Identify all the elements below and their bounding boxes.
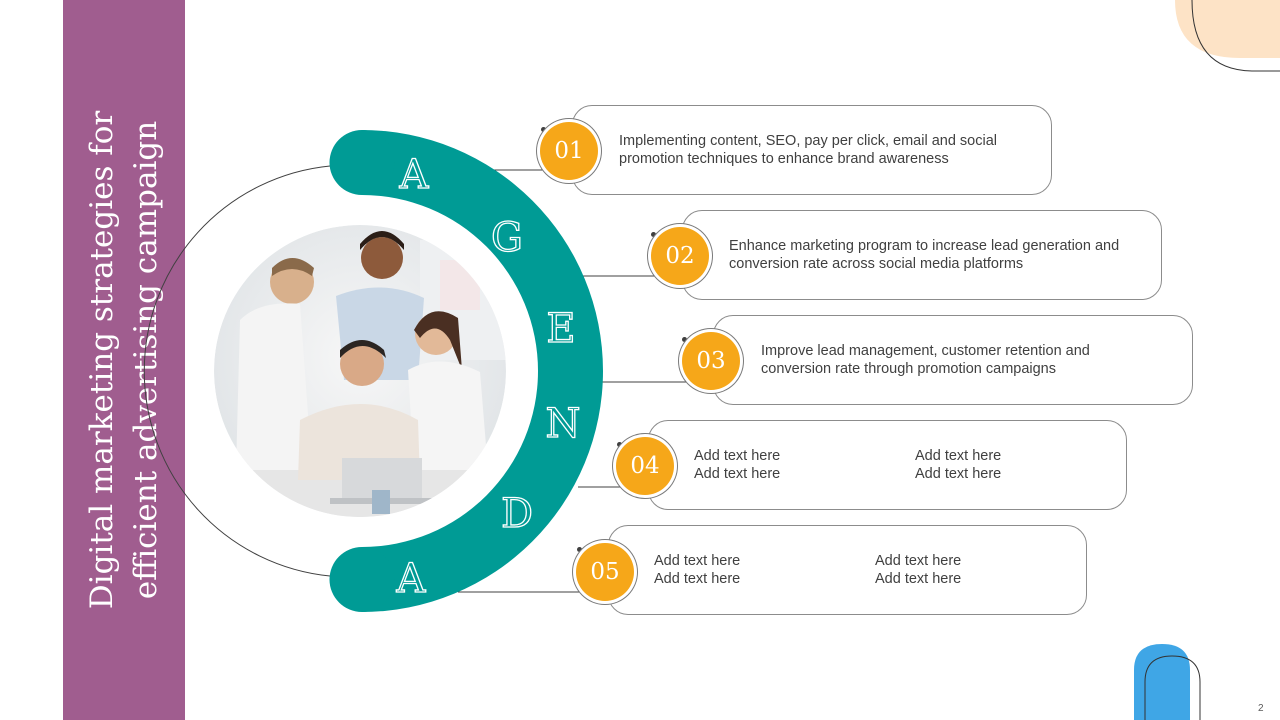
- agenda-text-05-col-1: Add text here Add text here: [654, 552, 854, 588]
- title-band: [63, 0, 185, 720]
- agenda-text-04-d: Add text here: [915, 466, 1002, 482]
- agenda-text-04-col-2: Add text here Add text here: [915, 447, 1115, 483]
- badge-dot-01: [541, 127, 546, 132]
- number-badge-04: 04: [616, 437, 674, 495]
- bottom-right-decoration: [1134, 644, 1201, 720]
- agenda-text-04-b: Add text here: [694, 466, 781, 482]
- badge-dot-02: [651, 232, 656, 237]
- page-number: 2: [1258, 703, 1264, 714]
- top-right-decoration: [1175, 0, 1280, 72]
- number-badge-03: 03: [682, 332, 740, 390]
- agenda-text-01: Implementing content, SEO, pay per click…: [619, 133, 997, 167]
- agenda-text-03: Improve lead management, customer retent…: [761, 343, 1090, 377]
- agenda-text-05-a: Add text here: [654, 553, 741, 569]
- agenda-card-02: Enhance marketing program to increase le…: [682, 210, 1162, 300]
- agenda-text-02: Enhance marketing program to increase le…: [729, 238, 1120, 272]
- agenda-text-04-c: Add text here: [915, 448, 1002, 464]
- agenda-letter-4: N: [546, 401, 581, 447]
- agenda-letter-3: E: [546, 306, 575, 352]
- agenda-arc-cap-top: [329, 130, 395, 195]
- agenda-letter-2: G: [491, 215, 523, 261]
- number-badge-05: 05: [576, 543, 634, 601]
- badge-dot-05: [577, 547, 582, 552]
- agenda-arc-cap-bottom: [329, 547, 395, 612]
- outline-arc: [143, 165, 331, 577]
- badge-dot-03: [682, 337, 687, 342]
- agenda-text-04-col-1: Add text here Add text here: [694, 447, 894, 483]
- number-badge-01: 01: [540, 122, 598, 180]
- agenda-text-04-a: Add text here: [694, 448, 781, 464]
- agenda-card-01: Implementing content, SEO, pay per click…: [572, 105, 1052, 195]
- agenda-text-05-d: Add text here: [875, 571, 962, 587]
- agenda-card-04: Add text here Add text here Add text her…: [648, 420, 1127, 510]
- agenda-text-05-c: Add text here: [875, 553, 962, 569]
- badge-dot-04: [617, 442, 622, 447]
- agenda-letter-1: A: [399, 152, 430, 198]
- agenda-arc: [362, 130, 603, 612]
- agenda-card-05: Add text here Add text here Add text her…: [608, 525, 1087, 615]
- agenda-text-05-b: Add text here: [654, 571, 741, 587]
- team-photo: [214, 225, 506, 517]
- agenda-text-05-col-2: Add text here Add text here: [875, 552, 1075, 588]
- agenda-letter-5: D: [501, 491, 533, 537]
- agenda-card-03: Improve lead management, customer retent…: [713, 315, 1193, 405]
- agenda-letter-6: A: [396, 556, 427, 602]
- number-badge-02: 02: [651, 227, 709, 285]
